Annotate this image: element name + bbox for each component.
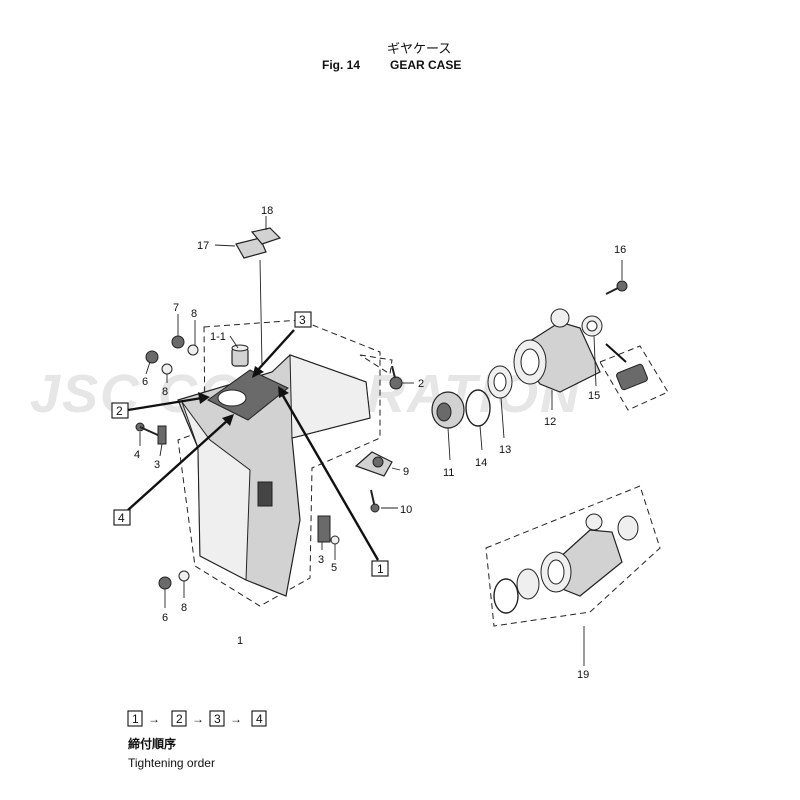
part-callouts: 1 1-1 2 3 3 4 5 6 6 7 8 8 8 9 10 11 12 1… — [134, 205, 626, 681]
callout-label: 8 — [191, 308, 197, 320]
bolt-part — [145, 314, 199, 608]
legend-step: 1 — [132, 712, 139, 726]
callout-label: 2 — [418, 378, 424, 390]
callout-label: 3 — [154, 459, 160, 471]
callout-label: 16 — [614, 244, 626, 256]
legend-arrow: → — [148, 712, 160, 726]
callout-label: 17 — [197, 240, 209, 252]
o-ring-part — [465, 389, 491, 451]
callout-label: 12 — [544, 416, 556, 428]
callout-label: 9 — [403, 466, 409, 478]
callout-label: 10 — [400, 504, 412, 516]
shaft-housing-assembly — [485, 485, 661, 666]
gear-case-housing — [177, 259, 393, 607]
callout-label: 1-1 — [210, 331, 226, 343]
screw-part — [135, 422, 167, 457]
oil-seal-part — [431, 391, 465, 461]
callout-label: 6 — [162, 612, 168, 624]
order-box-label: 4 — [118, 511, 125, 525]
bearing-part — [487, 365, 513, 439]
tightening-arrows — [127, 329, 380, 561]
legend-label-english: Tightening order — [128, 756, 215, 770]
lower-clip-part — [317, 515, 340, 560]
order-box-label: 2 — [116, 404, 123, 418]
callout-label: 7 — [173, 302, 179, 314]
callout-label: 1 — [237, 635, 243, 647]
callout-label: 4 — [134, 449, 140, 461]
order-box-label: 1 — [377, 562, 384, 576]
legend-arrow: → — [230, 712, 242, 726]
callout-label: 5 — [331, 562, 337, 574]
callout-label: 6 — [142, 376, 148, 388]
anode-part — [354, 451, 401, 513]
order-box-label: 3 — [299, 313, 306, 327]
callout-label: 11 — [443, 467, 454, 479]
legend-step: 3 — [214, 712, 221, 726]
clip-part — [214, 237, 267, 259]
tightening-order-legend: 1 → 2 → 3 → 4 締付順序 Tightening order — [127, 710, 267, 770]
callout-label: 3 — [318, 554, 324, 566]
callout-label: 8 — [181, 602, 187, 614]
rubber-block-part — [250, 216, 282, 245]
callout-label: 14 — [475, 457, 487, 469]
callout-label: 18 — [261, 205, 273, 217]
detail-box-part — [599, 343, 669, 411]
page-title: GEAR CASE — [390, 58, 461, 72]
callout-label: 15 — [588, 390, 600, 402]
title-japanese: ギヤケース — [387, 41, 451, 56]
legend-step: 2 — [176, 712, 183, 726]
order-boxes: 2 3 4 1 — [111, 311, 389, 577]
legend-label-japanese: 締付順序 — [128, 736, 176, 751]
legend-arrow: → — [192, 712, 204, 726]
collar-part — [229, 335, 249, 367]
side-bolt-part — [389, 365, 414, 390]
legend-step: 4 — [256, 712, 263, 726]
figure-number: Fig. 14 — [322, 58, 360, 72]
housing-bolt-part — [605, 260, 628, 295]
callout-label: 8 — [162, 386, 168, 398]
callout-label: 13 — [499, 444, 511, 456]
bearing-housing-part — [513, 308, 603, 410]
callout-label: 19 — [577, 669, 589, 681]
